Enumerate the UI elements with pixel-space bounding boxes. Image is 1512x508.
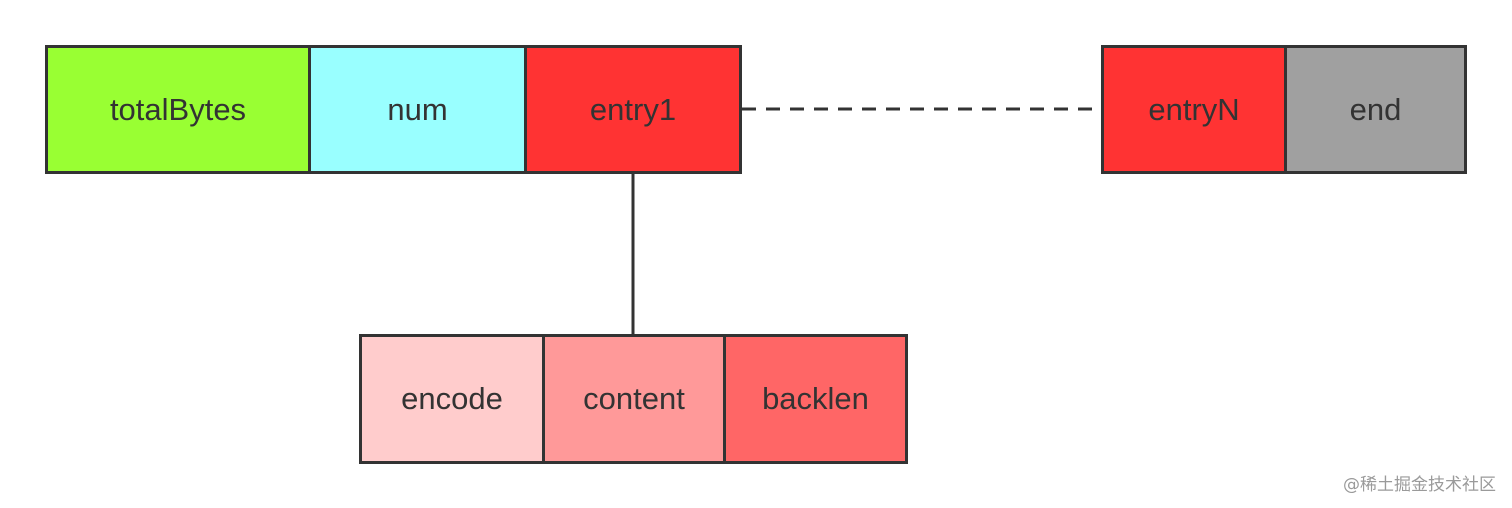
encode-label: encode	[401, 381, 503, 416]
encode-box: encode	[359, 334, 545, 464]
num-label: num	[387, 91, 448, 127]
entryN-label: entryN	[1148, 91, 1240, 127]
total-bytes-label: totalBytes	[109, 91, 247, 127]
entry1-label: entry1	[589, 91, 677, 127]
total-bytes-box: totalBytes	[45, 45, 311, 174]
end-box: end	[1284, 45, 1467, 174]
num-box: num	[308, 45, 527, 174]
backlen-box: backlen	[723, 334, 908, 464]
backlen-label: backlen	[762, 381, 869, 416]
end-label: end	[1349, 91, 1402, 127]
watermark: @稀土掘金技术社区	[1343, 475, 1496, 495]
entryN-box: entryN	[1101, 45, 1287, 174]
entry1-box: entry1	[524, 45, 742, 174]
content-label: content	[583, 381, 685, 416]
content-box: content	[542, 334, 726, 464]
